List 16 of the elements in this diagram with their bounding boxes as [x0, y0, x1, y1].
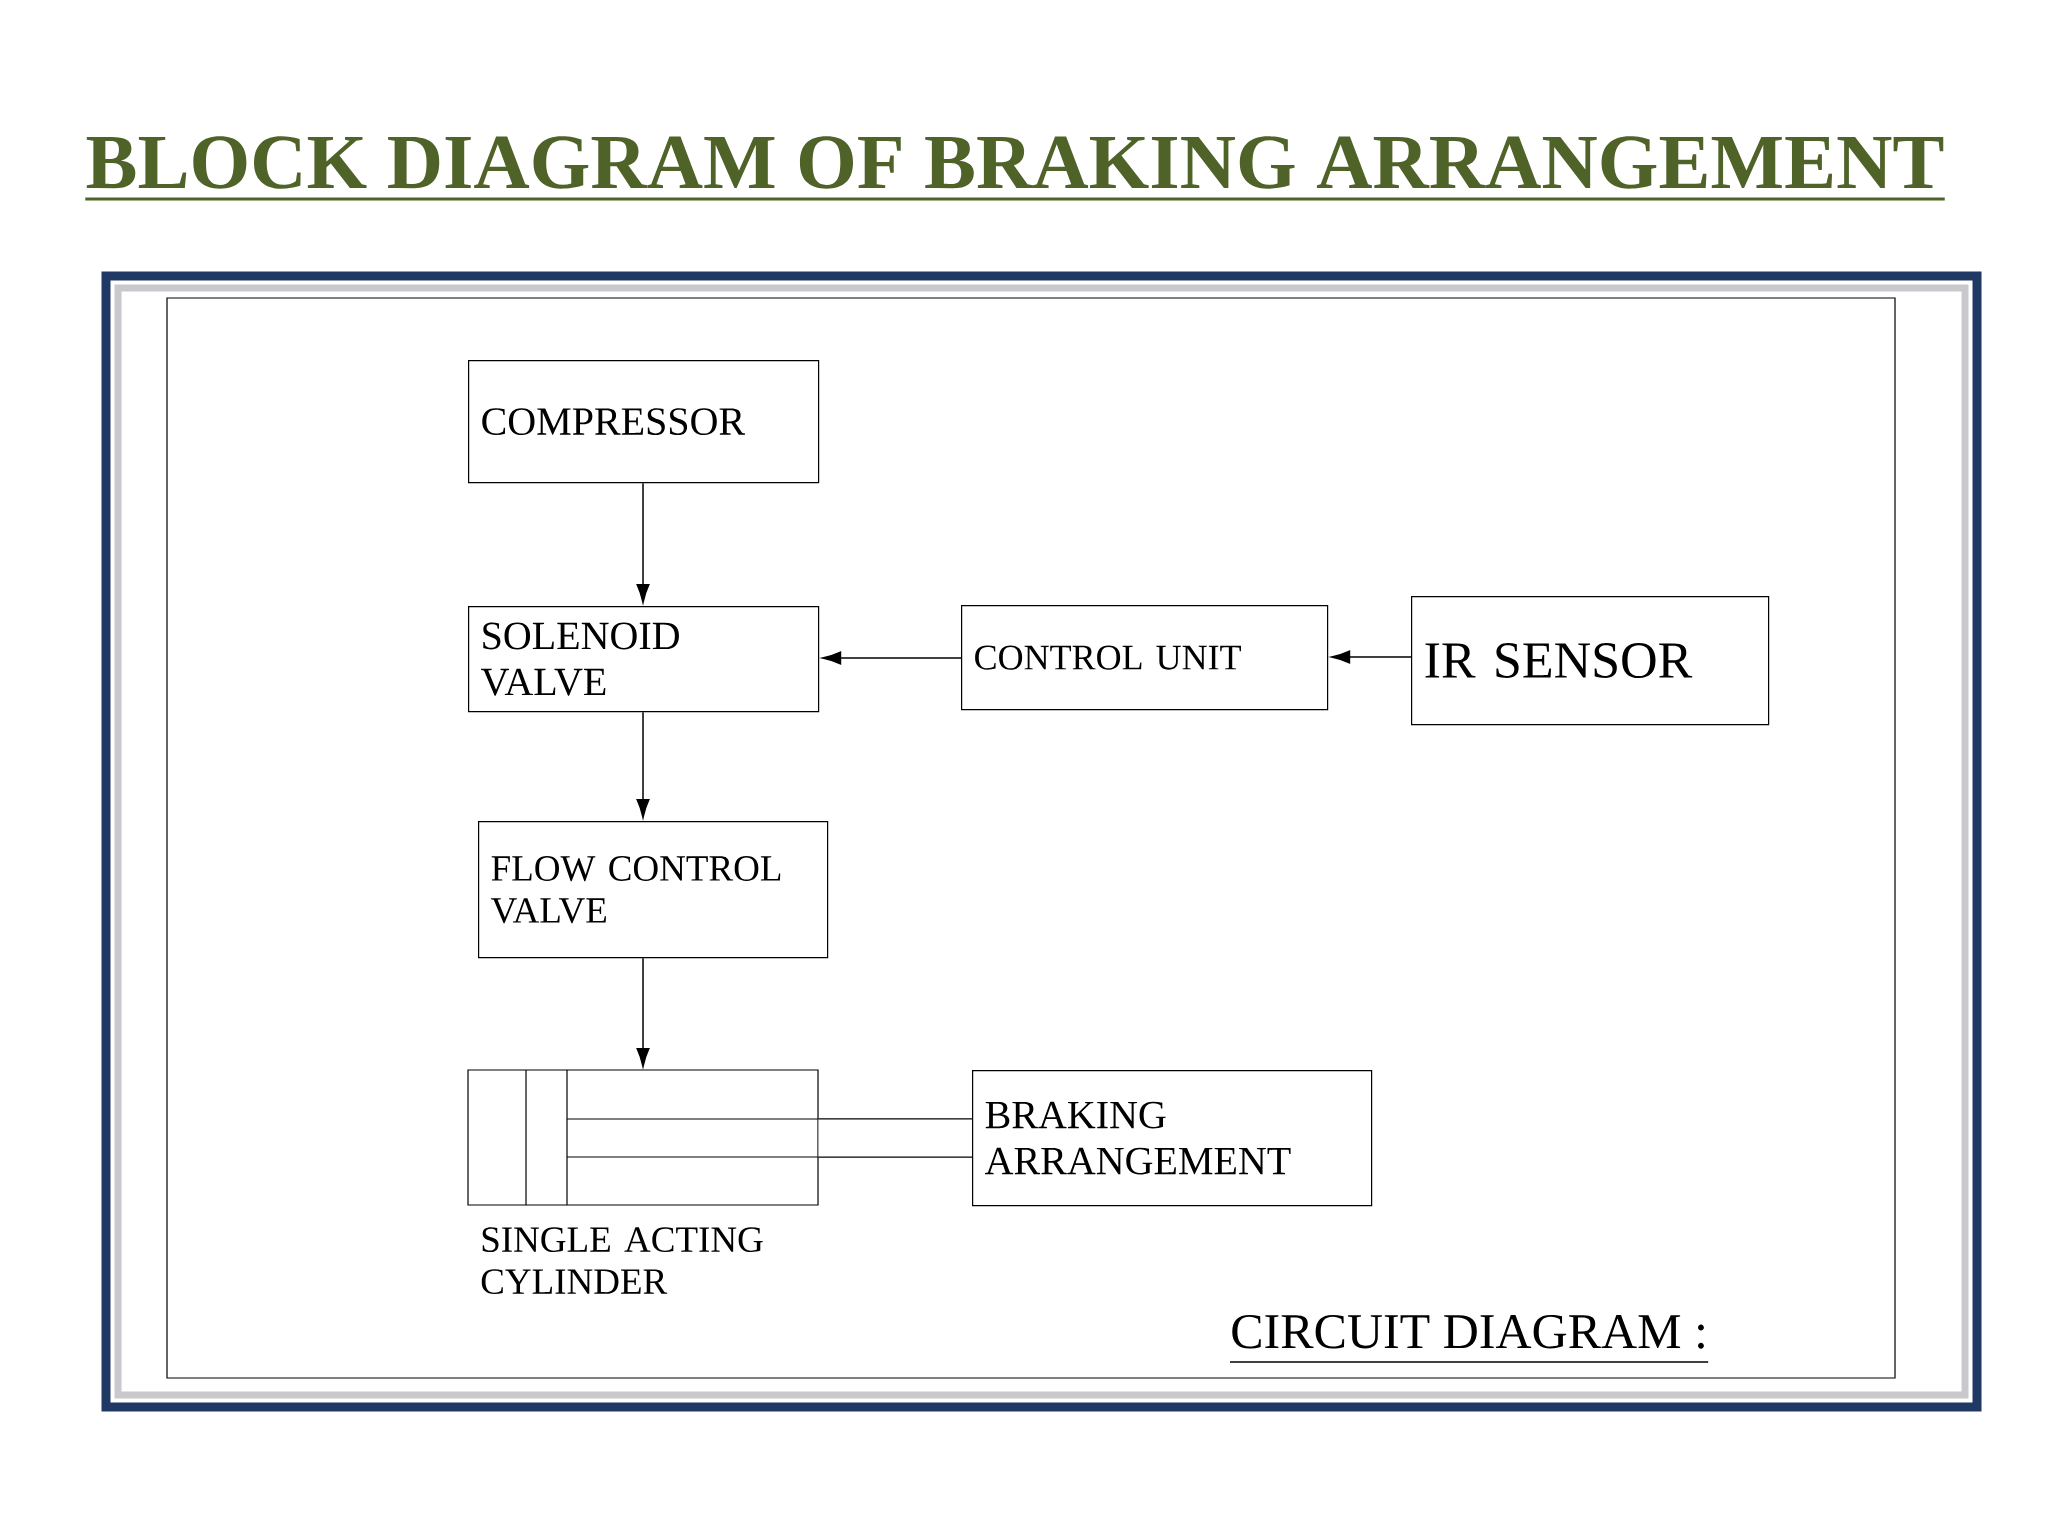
cylinder-label: SINGLE ACTING CYLINDER — [481, 1227, 763, 1295]
process-box: FLOW CONTROL VALVE — [478, 821, 829, 959]
title: BLOCK DIAGRAM OF BRAKING ARRANGEMENT — [86, 136, 1944, 189]
process-box: BRAKING ARRANGEMENT — [972, 1070, 1373, 1207]
arrow — [636, 957, 650, 1068]
arrow — [636, 711, 650, 819]
process-box: CONTROL UNIT — [961, 605, 1329, 711]
section-heading: CIRCUIT DIAGRAM : — [1232, 1314, 1704, 1349]
process-box: COMPRESSOR — [468, 360, 820, 484]
arrow — [636, 482, 650, 604]
sensor-box: IR SENSOR — [1411, 596, 1770, 726]
piston-rod — [818, 1118, 972, 1158]
process-box: SOLENOID VALVE — [468, 606, 820, 713]
arrow — [1331, 650, 1412, 664]
arrow — [822, 651, 962, 665]
cylinder-symbol — [467, 1069, 819, 1295]
